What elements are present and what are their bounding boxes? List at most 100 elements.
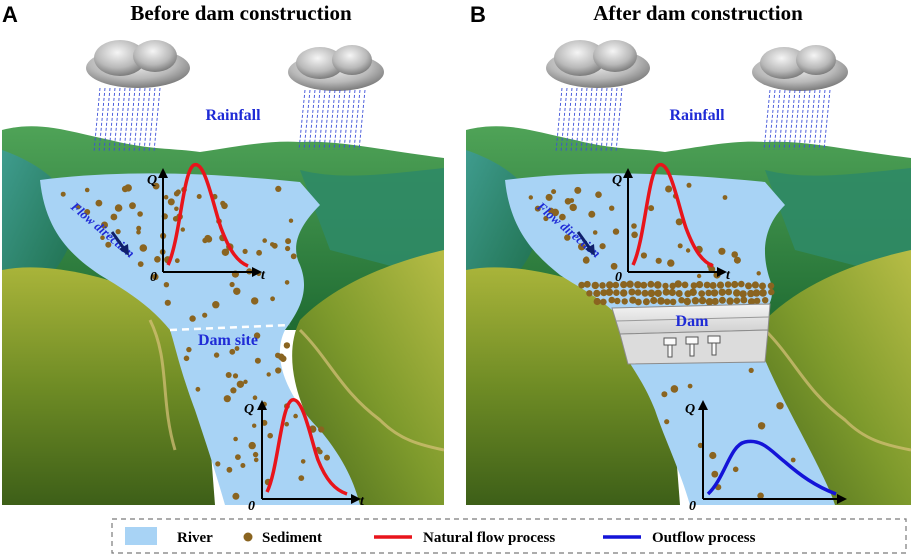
- sediment-particle: [262, 238, 268, 243]
- sediment-particle: [683, 297, 691, 306]
- sediment-particle: [698, 296, 707, 305]
- sediment-particle: [180, 227, 185, 232]
- sediment-particle: [648, 205, 655, 212]
- sediment-particle: [548, 207, 554, 214]
- sediment-particle: [626, 280, 634, 288]
- sediment-particle: [757, 492, 764, 500]
- rain-streak: [590, 87, 598, 153]
- sediment-particle: [186, 346, 192, 353]
- sediment-particle: [620, 289, 628, 297]
- sediment-particle: [665, 185, 673, 193]
- sediment-particle: [703, 281, 711, 289]
- sediment-particle: [647, 280, 655, 288]
- rain-streak: [560, 87, 568, 153]
- rain-streak: [338, 89, 346, 151]
- sediment-particle: [654, 289, 662, 297]
- sediment-particle: [740, 296, 748, 304]
- sediment-particle: [613, 289, 620, 297]
- sediment-particle: [667, 259, 675, 267]
- rain-streak: [580, 87, 588, 153]
- river-b-downstream: [628, 360, 835, 505]
- legend: River Sediment Natural flow process Outf…: [111, 518, 907, 554]
- sediment-particle: [564, 234, 571, 241]
- sediment-particle: [226, 466, 233, 473]
- sediment-particle: [733, 297, 741, 305]
- sediment-particle: [223, 395, 231, 403]
- sediment-particle: [578, 281, 586, 289]
- hydrograph-outflow-b: Q 0: [685, 400, 847, 514]
- rain-streak: [113, 87, 121, 153]
- dam-label: Dam: [676, 313, 710, 330]
- cloud-icon: [752, 45, 848, 91]
- sediment-particle: [253, 457, 259, 463]
- sediment-particle: [690, 282, 698, 289]
- sediment-particle: [252, 395, 258, 401]
- panel-before-dam: A Before dam construction: [2, 1, 445, 514]
- sediment-particle: [267, 432, 274, 439]
- axis-q-label: Q: [147, 173, 157, 188]
- sediment-particle: [189, 315, 196, 322]
- sediment-particle: [675, 218, 683, 226]
- sediment-particle: [593, 289, 601, 297]
- panel-letter-a: A: [2, 2, 18, 27]
- rain-streak: [763, 89, 771, 151]
- hydrograph-inflow-b: Q t 0: [612, 163, 731, 285]
- sediment-particle: [293, 413, 298, 419]
- rainfall-label-b: Rainfall: [669, 107, 725, 124]
- sediment-particle: [139, 244, 148, 252]
- sediment-particle: [137, 261, 144, 267]
- rain-streak: [98, 87, 106, 153]
- sediment-particle: [669, 282, 676, 290]
- sediment-particle: [710, 289, 719, 297]
- rain-streak: [123, 87, 131, 153]
- sediment-particle: [776, 402, 784, 410]
- sediment-particle: [768, 288, 775, 296]
- sediment-particle: [137, 211, 143, 217]
- sediment-particle: [606, 281, 614, 289]
- panel-letter-b: B: [470, 2, 486, 27]
- sediment-particle: [174, 206, 179, 212]
- sediment-particle: [551, 189, 557, 195]
- sediment-particle: [593, 297, 601, 306]
- rain-streak: [813, 89, 821, 151]
- sediment-particle: [790, 457, 796, 463]
- sediment-particle: [283, 342, 291, 349]
- sediment-particle: [751, 281, 760, 289]
- sediment-particle: [202, 312, 208, 318]
- sediment-particle: [756, 271, 761, 276]
- sediment-particle: [698, 290, 706, 297]
- rain-streak: [595, 87, 603, 153]
- sediment-particle: [654, 281, 662, 289]
- sediment-particle: [631, 223, 637, 229]
- sediment-particle: [733, 256, 741, 264]
- sediment-particle: [528, 195, 533, 200]
- rain-streak: [605, 87, 613, 153]
- sediment-particle: [662, 288, 670, 296]
- axis-q-label: Q: [612, 173, 622, 188]
- rain-streak: [318, 89, 326, 151]
- sediment-particle: [285, 245, 291, 252]
- sediment-particle: [686, 182, 692, 188]
- sediment-particle: [221, 202, 228, 210]
- rain-streak: [768, 89, 776, 151]
- sediment-particle: [605, 288, 614, 296]
- sediment-particle: [586, 290, 593, 297]
- sediment-particle: [100, 235, 105, 240]
- sediment-particle: [559, 213, 566, 221]
- rain-streak: [298, 89, 306, 151]
- sediment-particle: [739, 290, 747, 298]
- sediment-particle: [592, 230, 598, 235]
- sediment-particle: [221, 248, 230, 256]
- sediment-particle: [610, 262, 618, 270]
- sediment-particle: [163, 194, 169, 200]
- sediment-particle: [759, 289, 767, 297]
- sediment-particle: [724, 281, 732, 288]
- sediment-particle: [635, 298, 642, 306]
- sediment-particle: [675, 290, 683, 297]
- sediment-particle: [254, 357, 261, 364]
- sediment-particle: [152, 273, 159, 281]
- sediment-particle: [614, 297, 621, 305]
- rain-streak: [138, 87, 146, 153]
- sediment-particle: [642, 298, 650, 306]
